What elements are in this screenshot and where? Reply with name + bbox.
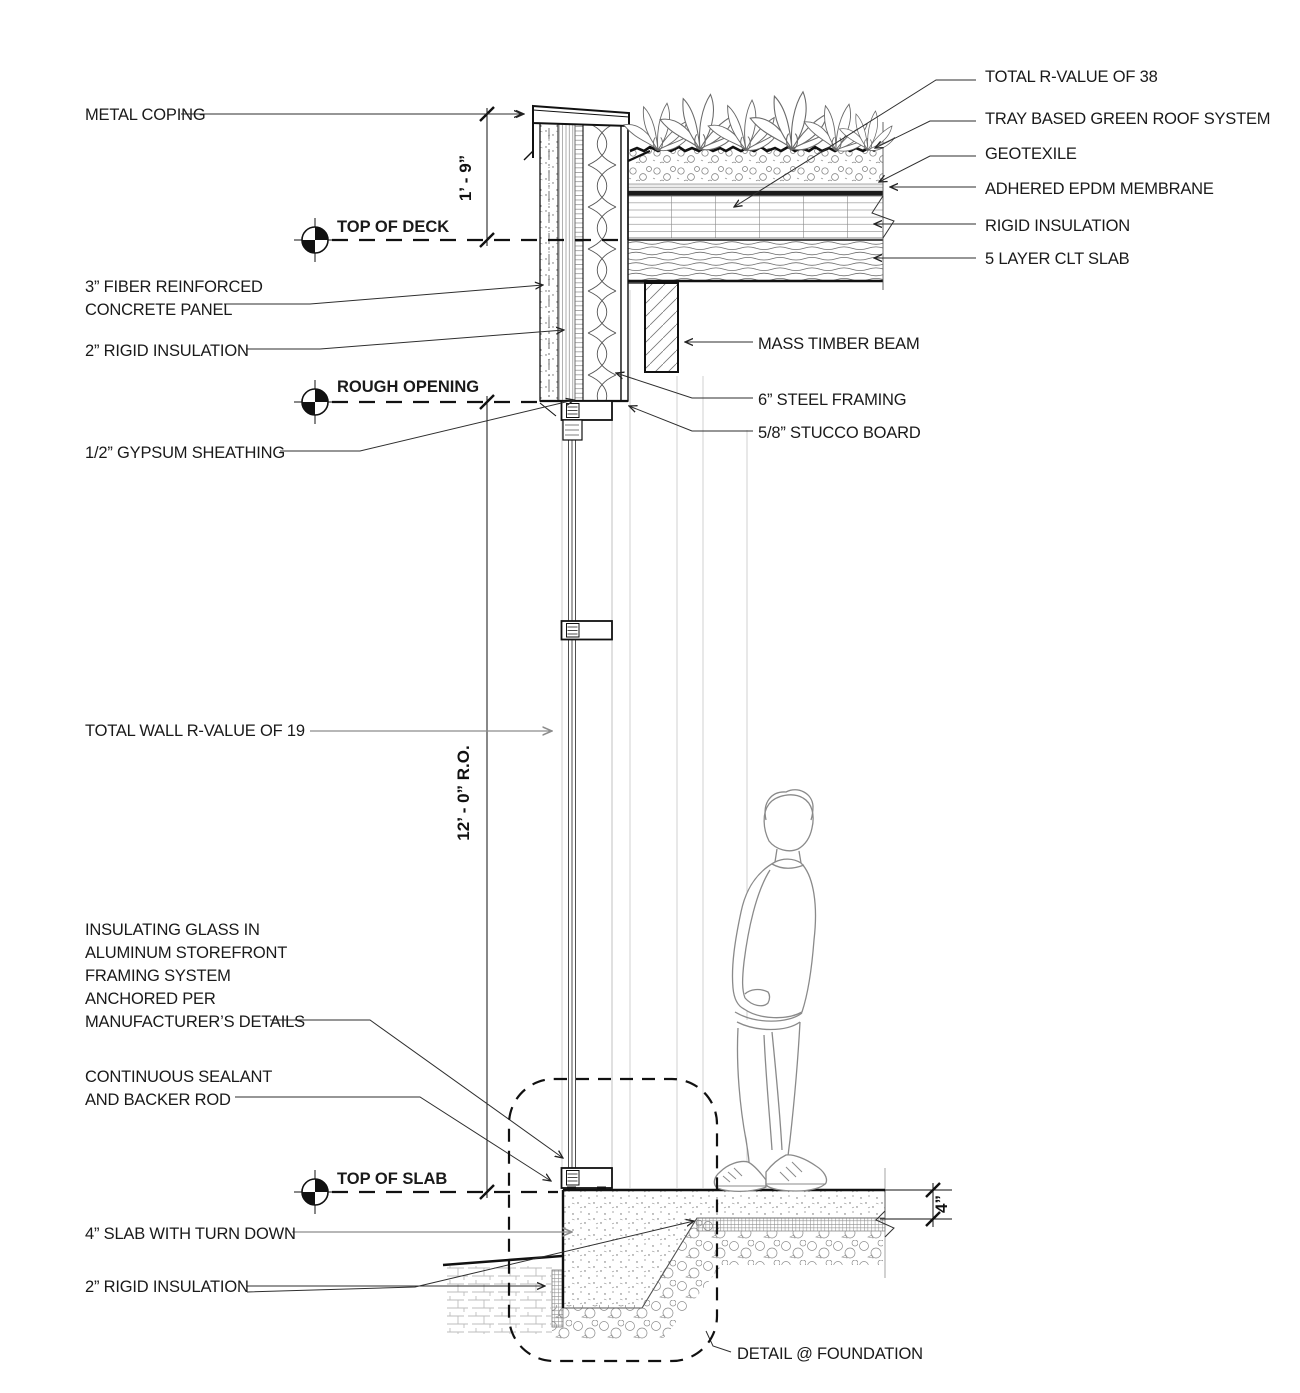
label-insulating-glass-line4: ANCHORED PER	[85, 990, 216, 1008]
dim-slab-thickness: 4”	[932, 1195, 951, 1213]
datum-symbols	[293, 217, 337, 1215]
break-mark-insulation	[871, 195, 895, 239]
tray-edge-flashing	[627, 149, 651, 163]
label-fiber-panel: 3” FIBER REINFORCED CONCRETE PANEL	[85, 276, 263, 322]
dim-parapet-height: 1’ - 9”	[456, 154, 475, 202]
label-metal-coping: METAL COPING	[85, 106, 206, 124]
leader-rigid-insulation-wall	[246, 330, 564, 350]
leader-stucco	[629, 406, 753, 432]
foundation-rigid-insulation-strip	[551, 1269, 564, 1328]
earth-hatch	[447, 1266, 552, 1334]
clt-slab-layer	[628, 240, 883, 281]
label-continuous-sealant: CONTINUOUS SEALANT AND BACKER ROD	[85, 1066, 272, 1112]
label-rigid-insulation-roof: RIGID INSULATION	[985, 217, 1131, 235]
label-rigid-insulation-foundation: 2” RIGID INSULATION	[85, 1278, 249, 1296]
label-rigid-insulation-wall: 2” RIGID INSULATION	[85, 342, 249, 360]
leader-r-value-38	[734, 79, 976, 207]
datum-lines	[332, 238, 626, 1194]
rigid-insulation-wall-layer	[557, 122, 576, 402]
label-continuous-sealant-line2: AND BACKER ROD	[85, 1091, 231, 1109]
plants	[623, 91, 896, 154]
label-slab-turn-down: 4” SLAB WITH TURN DOWN	[85, 1225, 296, 1243]
soil-surface-line	[629, 145, 876, 153]
datum-symbol-top-of-slab	[293, 1169, 337, 1215]
label-steel-framing: 6” STEEL FRAMING	[758, 391, 907, 409]
rigid-insulation-roof-layer	[627, 195, 884, 239]
person-figure	[713, 789, 828, 1193]
break-mark-slab	[875, 1210, 895, 1238]
under-slab-insulation	[696, 1217, 886, 1232]
grade-line	[442, 1254, 563, 1267]
datum-symbol-top-of-deck	[293, 217, 337, 263]
steel-framing-batt-layer	[582, 122, 622, 402]
foundation	[442, 1188, 895, 1340]
leader-gypsum	[280, 400, 574, 452]
label-total-r-value: TOTAL R-VALUE OF 38	[985, 68, 1158, 86]
label-stucco-board: 5/8” STUCCO BOARD	[758, 424, 921, 442]
gravel-layer	[552, 1218, 883, 1340]
label-clt-slab: 5 LAYER CLT SLAB	[985, 250, 1130, 268]
detail-boundary	[507, 1077, 719, 1363]
label-green-roof: TRAY BASED GREEN ROOF SYSTEM	[985, 110, 1271, 128]
leader-sealant	[235, 1096, 551, 1181]
label-top-of-slab: TOP OF SLAB	[337, 1170, 448, 1188]
sill-mullion	[560, 1167, 613, 1190]
label-top-of-deck: TOP OF DECK	[337, 218, 450, 236]
mid-mullion	[560, 620, 613, 641]
label-insulating-glass-line3: FRAMING SYSTEM	[85, 967, 231, 985]
dim-rough-opening-height: 12’ - 0” R.O.	[454, 745, 473, 841]
mass-timber-beam	[628, 282, 679, 373]
dimension-rough-opening	[478, 393, 496, 1201]
label-insulating-glass: INSULATING GLASS IN ALUMINUM STOREFRONT …	[85, 919, 305, 1034]
stucco-board-layer	[620, 122, 629, 402]
head-mullion	[560, 400, 613, 441]
label-insulating-glass-line1: INSULATING GLASS IN	[85, 921, 260, 939]
label-insulating-glass-line2: ALUMINUM STOREFRONT	[85, 944, 288, 962]
label-wall-r-value: TOTAL WALL R-VALUE OF 19	[85, 722, 305, 740]
projection-lines	[561, 290, 886, 1278]
growing-medium-layer	[628, 148, 883, 184]
label-detail-foundation: DETAIL @ FOUNDATION	[737, 1345, 923, 1363]
leader-steel-framing	[616, 373, 753, 399]
label-gypsum-sheathing: 1/2” GYPSUM SHEATHING	[85, 444, 285, 462]
leader-fiber-panel	[224, 285, 543, 305]
label-continuous-sealant-line1: CONTINUOUS SEALANT	[85, 1068, 273, 1086]
label-fiber-panel-line1: 3” FIBER REINFORCED	[85, 278, 263, 296]
dimension-slab	[880, 1181, 952, 1228]
wall-assembly	[523, 104, 630, 417]
glazing-lines	[568, 420, 576, 1168]
leader-detail-foundation	[705, 1330, 732, 1353]
leader-geotexile	[879, 155, 976, 182]
datum-symbol-rough-opening	[293, 379, 337, 425]
label-mass-timber-beam: MASS TIMBER BEAM	[758, 335, 920, 353]
storefront-window	[560, 400, 613, 1190]
gypsum-sheathing-layer	[574, 122, 584, 402]
label-geotexile: GEOTEXILE	[985, 145, 1077, 163]
leader-rigid-insulation-foundation-b	[246, 1221, 694, 1293]
label-epdm: ADHERED EPDM MEMBRANE	[985, 180, 1214, 198]
leader-lines	[181, 79, 976, 1353]
leader-green-roof	[875, 120, 976, 148]
leader-insulating-glass	[270, 1019, 563, 1158]
label-rough-opening: ROUGH OPENING	[337, 378, 480, 396]
label-insulating-glass-line5: MANUFACTURER’S DETAILS	[85, 1013, 305, 1031]
label-fiber-panel-line2: CONCRETE PANEL	[85, 301, 233, 319]
